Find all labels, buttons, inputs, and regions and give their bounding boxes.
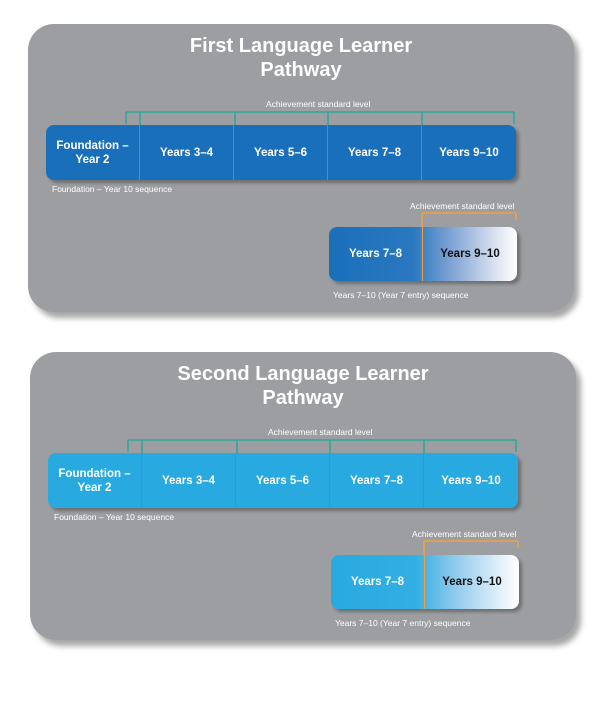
first-language-panel: First Language Learner Pathway Achieveme…: [28, 24, 574, 312]
cell-years-7-8: Years 7–8: [330, 453, 424, 508]
foundation-year10-bar: Foundation – Year 2 Years 3–4 Years 5–6 …: [48, 453, 518, 508]
short-achievement-label: Achievement standard level: [410, 201, 515, 211]
short-achievement-label: Achievement standard level: [412, 529, 517, 539]
cell-years-7-8: Years 7–8: [328, 125, 422, 180]
cell-foundation-year2: Foundation – Year 2: [48, 453, 142, 508]
title-line-1: Second Language Learner: [177, 363, 429, 385]
cell-years-5-6: Years 5–6: [236, 453, 330, 508]
short-cell-years-7-8: Years 7–8: [348, 248, 403, 260]
cell-years-3-4: Years 3–4: [140, 125, 234, 180]
second-language-panel: Second Language Learner Pathway Achievem…: [30, 352, 576, 640]
foundation-year10-bar: Foundation – Year 2 Years 3–4 Years 5–6 …: [46, 125, 516, 180]
short-cell-years-7-8: Years 7–8: [350, 576, 405, 588]
title-line-2: Pathway: [260, 59, 342, 81]
cell-years-9-10: Years 9–10: [441, 474, 501, 487]
sequence-label: Foundation – Year 10 sequence: [52, 184, 173, 194]
short-cell-years-9-10: Years 9–10: [424, 555, 519, 609]
panel-title: Second Language Learner Pathway: [30, 362, 576, 410]
cell-years-9-10: Years 9–10: [439, 146, 499, 159]
short-sequence-label: Years 7–10 (Year 7 entry) sequence: [335, 618, 471, 628]
short-sequence-label: Years 7–10 (Year 7 entry) sequence: [333, 290, 469, 300]
achievement-label: Achievement standard level: [268, 427, 373, 437]
short-cell-years-9-10: Years 9–10: [422, 227, 517, 281]
panel-title: First Language Learner Pathway: [28, 34, 574, 82]
title-line-2: Pathway: [262, 387, 344, 409]
cell-years-3-4: Years 3–4: [142, 453, 236, 508]
cell-years-5-6: Years 5–6: [234, 125, 328, 180]
achievement-label: Achievement standard level: [266, 99, 371, 109]
cell-foundation-year2: Foundation – Year 2: [46, 125, 140, 180]
years-7-10-bar: Years 7–8 Years 9–10: [331, 555, 519, 609]
sequence-label: Foundation – Year 10 sequence: [54, 512, 175, 522]
title-line-1: First Language Learner: [189, 35, 413, 57]
years-7-10-bar: Years 7–8 Years 9–10: [329, 227, 517, 281]
